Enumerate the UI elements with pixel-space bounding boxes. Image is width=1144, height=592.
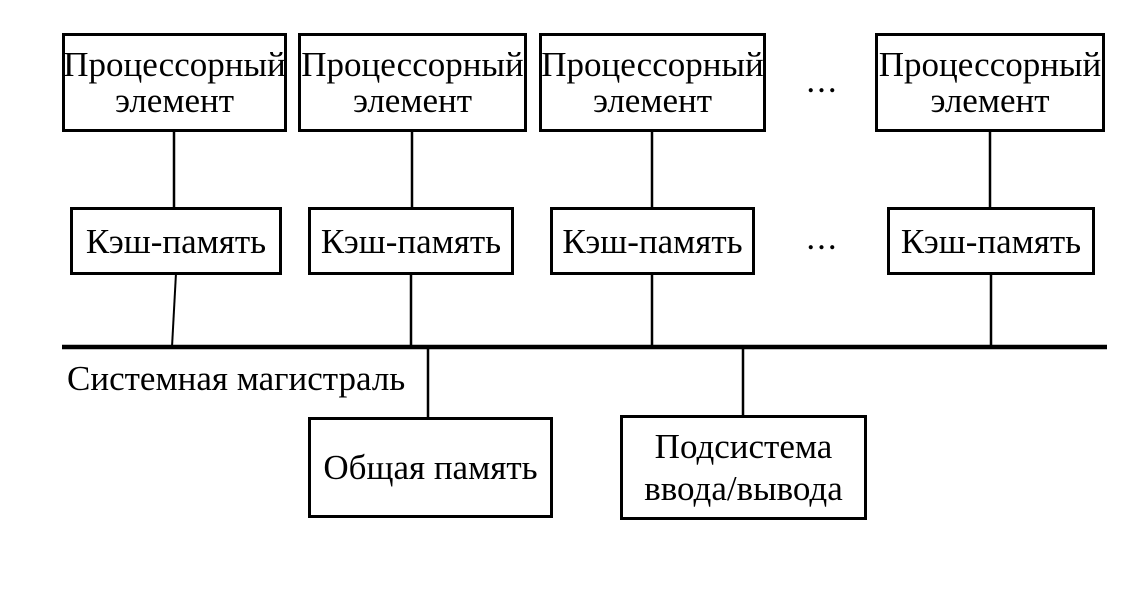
io-subsystem-label: Подсистема ввода/вывода xyxy=(644,426,843,508)
connector-cache1-bus xyxy=(171,272,177,348)
cache-memory-label: Кэш-память xyxy=(562,221,743,261)
processor-element-label: Процессорный элемент xyxy=(301,44,524,120)
cache-memory-label: Кэш-память xyxy=(900,221,1082,261)
processor-element-label: Процессорный элемент xyxy=(541,44,764,120)
shared-memory-label: Общая память xyxy=(323,447,538,487)
processor-element-label: Процессорный элемент xyxy=(878,44,1102,120)
cache-memory-label: Кэш-память xyxy=(320,221,502,261)
cache-memory-box-4: Кэш-память xyxy=(887,207,1095,275)
cache-memory-label: Кэш-память xyxy=(85,221,267,261)
processor-element-box-2: Процессорный элемент xyxy=(298,33,527,132)
system-bus-label: Системная магистраль xyxy=(67,359,406,398)
shared-memory-box: Общая память xyxy=(308,417,553,518)
ellipsis-processors: ... xyxy=(806,61,839,100)
processor-element-box-1: Процессорный элемент xyxy=(62,33,287,132)
processor-element-label: Процессорный элемент xyxy=(63,44,286,120)
cache-memory-box-2: Кэш-память xyxy=(308,207,514,275)
processor-element-box-4: Процессорный элемент xyxy=(875,33,1105,132)
processor-element-box-3: Процессорный элемент xyxy=(539,33,766,132)
io-subsystem-box: Подсистема ввода/вывода xyxy=(620,415,867,520)
cache-memory-box-3: Кэш-память xyxy=(550,207,755,275)
cache-memory-box-1: Кэш-память xyxy=(70,207,282,275)
ellipsis-caches: ... xyxy=(806,218,839,257)
